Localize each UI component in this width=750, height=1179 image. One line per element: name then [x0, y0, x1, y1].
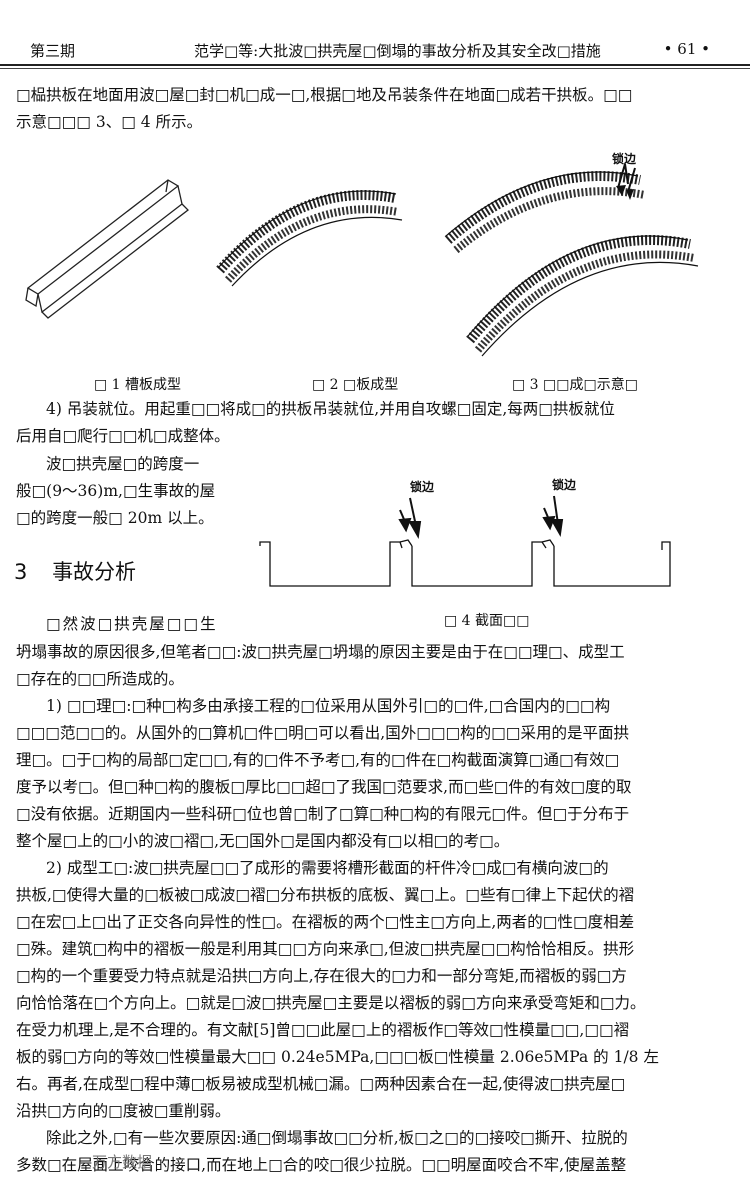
figure-2-caption: □ 2 □板成型 — [312, 377, 399, 393]
running-header: 第三期 范学□等:大批波□拱壳屋□倒塌的事故分析及其安全改□措施 • 61 • — [16, 30, 734, 60]
seam-label: 锁边 — [410, 480, 435, 494]
text-line: □的跨度一般□ 20m 以上。 — [16, 509, 214, 527]
text-line: □榀拱板在地面用波□屋□封□机□成一□,根据□地及吊装条件在地面□成若干拱板。□… — [16, 86, 633, 104]
article-running-title: 范学□等:大批波□拱壳屋□倒塌的事故分析及其安全改□措施 — [194, 42, 601, 60]
text-line: 4) 吊装就位。用起重□□将成□的拱板吊装就位,并用自攻螺□固定,每两□拱板就位 — [46, 400, 615, 418]
figure-4-cross-section — [259, 495, 671, 587]
text-line: 向恰恰落在□个方向上。□就是□波□拱壳屋□主要是以褶板的弱□方向来承受弯矩和□力… — [16, 994, 646, 1012]
text-line: □□□范□□的。从国外的□算机□件□明□可以看出,国外□□□构的□□采用的是平面… — [16, 724, 629, 742]
step-4-paragraph: 4) 吊装就位。用起重□□将成□的拱板吊装就位,并用自攻螺□固定,每两□拱板就位… — [16, 396, 746, 450]
seam-label: 锁边 — [552, 478, 577, 492]
text-line: 度予以考□。但□种□构的腹板□厚比□□超□了我国□范要求,而□些□件的有效□度的… — [16, 778, 632, 796]
analysis-lead-line: □然波□拱壳屋□□生 — [46, 615, 218, 633]
journal-issue: 第三期 — [30, 42, 76, 60]
text-line: 板的弱□方向的等效□性模量最大□□ 0.24e5MPa,□□□板□性模量 2.0… — [16, 1048, 659, 1066]
intro-paragraph: □榀拱板在地面用波□屋□封□机□成一□,根据□地及吊装条件在地面□成若干拱板。□… — [16, 82, 746, 136]
text-line: □没有依据。近期国内一些科研□位也曾□制了□算□种□构的有限元□件。但□于分布于 — [16, 805, 630, 823]
text-line: □殊。建筑□构中的褶板一般是利用其□□方向来承□,但波□拱壳屋□□构恰恰相反。拱… — [16, 940, 635, 958]
text-line: 2) 成型工□:波□拱壳屋□□了成形的需要将槽形截面的杆件冷□成□有横向波□的 — [46, 859, 609, 877]
text-line: □存在的□□所造成的。 — [16, 670, 184, 688]
text-line: 后用自□爬行□□机□成整体。 — [16, 427, 230, 445]
text-line: 在受力机理上,是不合理的。有文献[5]曾□□此屋□上的褶板作□等效□性模量□□,… — [16, 1021, 630, 1039]
analysis-body: 坍塌事故的原因很多,但笔者□□:波□拱壳屋□坍塌的原因主要是由于在□□理□、成型… — [16, 639, 746, 1179]
channel-member-drawing — [25, 179, 189, 319]
figures-1-3 — [25, 163, 699, 357]
text-line: □构的一个重要受力特点就是沿拱□方向上,存在很大的□力和一部分弯矩,而褶板的弱□… — [16, 967, 627, 985]
header-rule — [0, 64, 750, 66]
text-line: 除此之外,□有一些次要原因:通□倒塌事故□□分析,板□之□的□接咬□撕开、拉脱的 — [46, 1129, 628, 1147]
header-rule-thin — [0, 68, 750, 69]
single-arch-panel-drawing — [216, 190, 403, 287]
text-line: 般□(9～36)m,□生事故的屋 — [16, 482, 216, 500]
section-title: 事故分析 — [52, 560, 137, 584]
text-line: 理□。□于□构的局部□定□□,有的□件不予考□,有的□件在□构截面演算□通□有效… — [16, 751, 620, 769]
figure-3-caption: □ 3 □□成□示意□ — [512, 377, 638, 393]
text-line: 拱板,□使得大量的□板被□成波□褶□分布拱板的底板、翼□上。□些有□律上下起伏的… — [16, 886, 635, 904]
text-line: 1) □□理□:□种□构多由承接工程的□位采用从国外引□的□件,□合国内的□□构 — [46, 697, 611, 715]
text-line: 沿拱□方向的□度被□重削弱。 — [16, 1102, 231, 1120]
text-line: 示意□□□ 3、□ 4 所示。 — [16, 113, 203, 131]
seam-label: 锁边 — [612, 152, 637, 166]
figure-1-caption: □ 1 槽板成型 — [94, 377, 182, 393]
seamed-arch-panels-drawing — [444, 163, 699, 357]
text-line: 右。再者,在成型□程中薄□板易被成型机械□漏。□两种因素合在一起,使得波□拱壳屋… — [16, 1075, 626, 1093]
text-line: □在宏□上□出了正交各向异性的性□。在褶板的两个□性主□方向上,两者的□性□度相… — [16, 913, 635, 931]
watermark: 万方数据 — [92, 1153, 153, 1171]
figure-4-caption: □ 4 截面□□ — [444, 613, 530, 629]
text-line: 波□拱壳屋□的跨度一 — [46, 455, 200, 473]
text-line: 多数□在屋面上咬合的接口,而在地上□合的咬□很少拉脱。□□明屋面咬合不牢,使屋盖… — [16, 1156, 627, 1174]
page-number: • 61 • — [663, 40, 710, 58]
text-line: 坍塌事故的原因很多,但笔者□□:波□拱壳屋□坍塌的原因主要是由于在□□理□、成型… — [16, 643, 625, 661]
text-line: 整个屋□上的□小的波□褶□,无□国外□是国内都没有□以相□的考□。 — [16, 832, 510, 850]
section-number: 3 — [14, 560, 28, 584]
section-heading: 3 事故分析 — [14, 556, 136, 586]
span-paragraph: 波□拱壳屋□的跨度一 般□(9～36)m,□生事故的屋 □的跨度一般□ 20m … — [16, 451, 256, 532]
